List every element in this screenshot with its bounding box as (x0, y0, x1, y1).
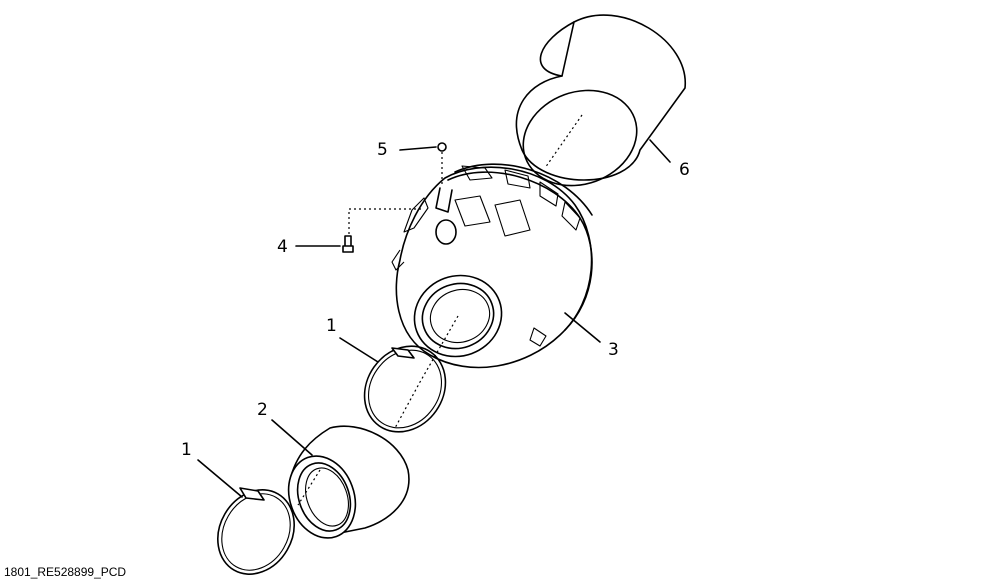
callout-housing: 3 (608, 340, 619, 360)
callout-nut: 5 (377, 140, 388, 160)
upper-clamp-drawing (363, 345, 447, 433)
leader-lines (197, 139, 671, 498)
bolt-drawing (342, 208, 424, 253)
nut-drawing (437, 142, 447, 186)
figure-caption: 1801_RE528899_PCD (4, 565, 127, 579)
housing-drawing (391, 163, 593, 369)
callout-bolt: 4 (277, 237, 288, 257)
callout-clamp-lower: 1 (181, 440, 192, 460)
hose-drawing (287, 425, 410, 539)
callout-clamp-upper: 1 (326, 316, 337, 336)
assembly-axis-lower (297, 469, 321, 506)
lower-clamp-drawing (217, 487, 295, 575)
assembly-axis (394, 315, 459, 429)
callout-element: 6 (679, 160, 690, 180)
filter-element-drawing (515, 14, 686, 187)
callout-hose: 2 (257, 400, 268, 420)
